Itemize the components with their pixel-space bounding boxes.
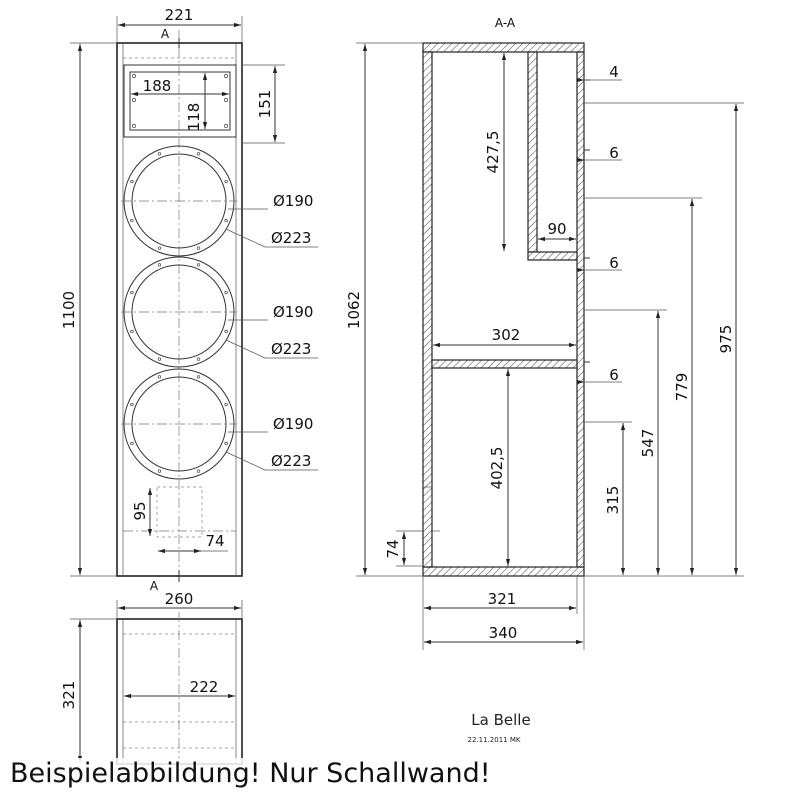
dim-port-height: 95 (131, 501, 149, 520)
tweeter-cutout-inner (129, 71, 231, 131)
dim-tweeter-height: 118 (185, 103, 203, 132)
dim-top-outer-width: 260 (165, 590, 194, 608)
dim-divider-width: 90 (547, 220, 566, 238)
front-baffle-outline (116, 42, 243, 577)
driver-cutouts (121, 145, 237, 480)
dim-outer-depth: 340 (489, 624, 518, 642)
title-block-name: La Belle (471, 711, 530, 729)
dim-779: 779 (673, 373, 691, 402)
section-bottom-board (422, 566, 585, 577)
tweeter-cutout-outer (123, 64, 237, 138)
dim-port-width: 74 (205, 532, 224, 550)
section-divider-bottom (527, 251, 578, 261)
dim-547: 547 (639, 429, 657, 458)
driver-ring-label-3: Ø223 (271, 452, 311, 470)
dim-tweeter-offset: 151 (256, 90, 274, 119)
dim-baffle-step-3: 6 (609, 366, 619, 384)
section-shelf (431, 359, 578, 369)
driver-cutout-label-1: Ø190 (273, 192, 313, 210)
top-view-outline (116, 618, 243, 765)
dim-baffle-step-1: 6 (609, 144, 619, 162)
section-marker-top: A (161, 27, 170, 41)
dim-section-height: 1062 (345, 291, 363, 329)
section-title: A-A (495, 16, 516, 30)
front-view: 221 A A 188 118 151 1100 Ø190Ø223Ø190Ø22… (60, 6, 318, 593)
dim-shelf-width: 302 (492, 326, 521, 344)
dim-port-offset: 74 (384, 539, 402, 558)
section-front-baffle (576, 51, 585, 568)
dim-top-depth: 321 (60, 681, 78, 710)
driver-ring-label-1: Ø223 (271, 229, 311, 247)
driver-ring-label-2: Ø223 (271, 340, 311, 358)
section-marker-bottom: A (150, 579, 159, 593)
dim-baffle-step-2: 6 (609, 254, 619, 272)
dim-975: 975 (717, 325, 735, 354)
driver-cutout-label-2: Ø190 (273, 303, 313, 321)
dim-inner-depth: 321 (488, 590, 517, 608)
title-block-date: 22.11.2011 MK (468, 736, 521, 744)
dim-board-thickness: 4 (609, 63, 619, 81)
dim-top-inner-width: 222 (190, 678, 219, 696)
caption: Beispielabbildung! Nur Schallwand! (6, 758, 495, 789)
port-cutout (156, 486, 203, 538)
dim-front-width: 221 (165, 6, 194, 24)
section-view: A-A 1062 4 427,5 6 (345, 16, 744, 650)
dim-upper-chamber: 427,5 (484, 131, 502, 174)
driver-cutout-label-3: Ø190 (273, 415, 313, 433)
dim-tweeter-width: 188 (143, 77, 172, 95)
dim-front-height: 1100 (60, 291, 78, 329)
section-divider-vertical (527, 51, 538, 253)
dim-315: 315 (604, 486, 622, 515)
top-view: 260 222 321 (60, 590, 243, 770)
section-top-board (422, 42, 585, 53)
dim-lower-chamber: 402,5 (488, 447, 506, 490)
section-back-wall (422, 51, 433, 568)
